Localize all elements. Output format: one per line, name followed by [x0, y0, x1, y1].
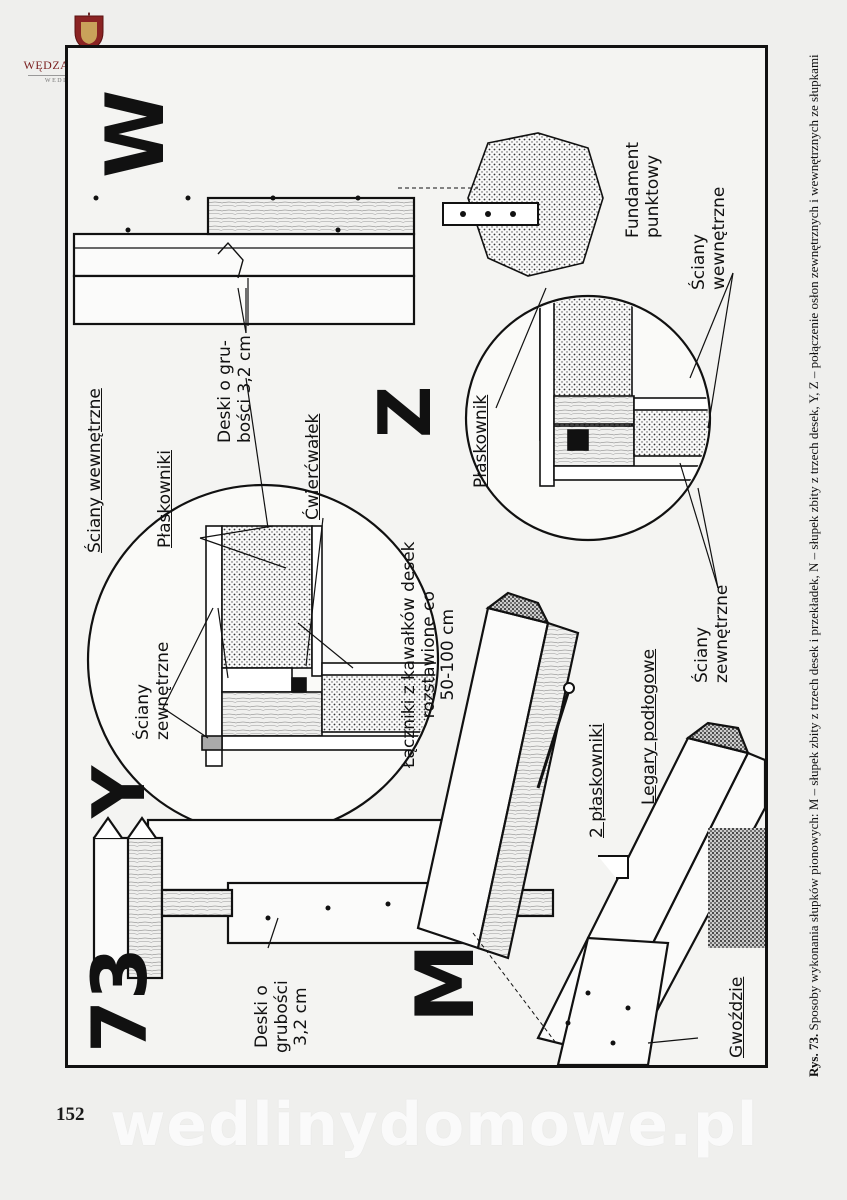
detail-circle-z	[464, 294, 712, 542]
label-cwiercwalek: Ćwierćwałek	[303, 413, 323, 520]
beam-m-drawing	[416, 591, 765, 1065]
label-gwozdzie: Gwoździe	[727, 976, 747, 1058]
label-deski-m: Deski o grubości 3,2 cm	[252, 980, 312, 1053]
label-deski-grubosc: Deski o gru- bości 3,2 cm	[215, 335, 255, 443]
watermark: wedlinydomowe.pl	[110, 1090, 759, 1160]
letter-y: Y	[77, 765, 161, 818]
figure-caption: Rys. 73. Sposoby wykonania słupków piono…	[805, 37, 822, 1077]
post-w-drawing	[72, 196, 416, 326]
label-sciany-wewnetrzne-y: Ściany wewnętrzne	[85, 388, 105, 553]
page-number: 152	[56, 1104, 85, 1125]
bracket-icon	[598, 855, 629, 879]
caption-text: Sposoby wykonania słupków pionowych: M –…	[806, 54, 821, 1031]
label-sciany-zewnetrzne-y: Ściany zewnętrzne	[133, 641, 173, 740]
caption-prefix: Rys. 73.	[806, 1033, 821, 1077]
nail-icon	[536, 682, 575, 789]
label-sciany-wewnetrzne-z: Ściany wewnętrzne	[689, 186, 729, 290]
label-plaskownik: Płaskownik	[471, 394, 491, 488]
technical-drawing	[72, 132, 765, 1065]
foundation-z-drawing	[398, 132, 604, 277]
detail-circle-y	[86, 483, 440, 837]
letter-z: Z	[363, 385, 447, 438]
letter-w: W	[89, 89, 182, 178]
label-plaskowniki: Płaskowniki	[155, 450, 175, 548]
figure-plate: 73 W Z Y M Ściany wewnętrzne Płaskowniki…	[65, 45, 768, 1068]
label-laczniki: Łączniki z kawałków desek rozstawione co…	[399, 541, 459, 768]
label-dwa-plaskowniki: 2 płaskowniki	[587, 723, 607, 838]
label-legary-podlogowe: Legary podłogowe	[639, 648, 659, 805]
label-sciany-zewnetrzne-z: Ściany zewnętrzne	[692, 584, 732, 683]
figure-number: 73	[75, 947, 164, 1053]
letter-m: M	[399, 943, 492, 1023]
label-fundament: Fundament punktowy	[623, 141, 663, 238]
